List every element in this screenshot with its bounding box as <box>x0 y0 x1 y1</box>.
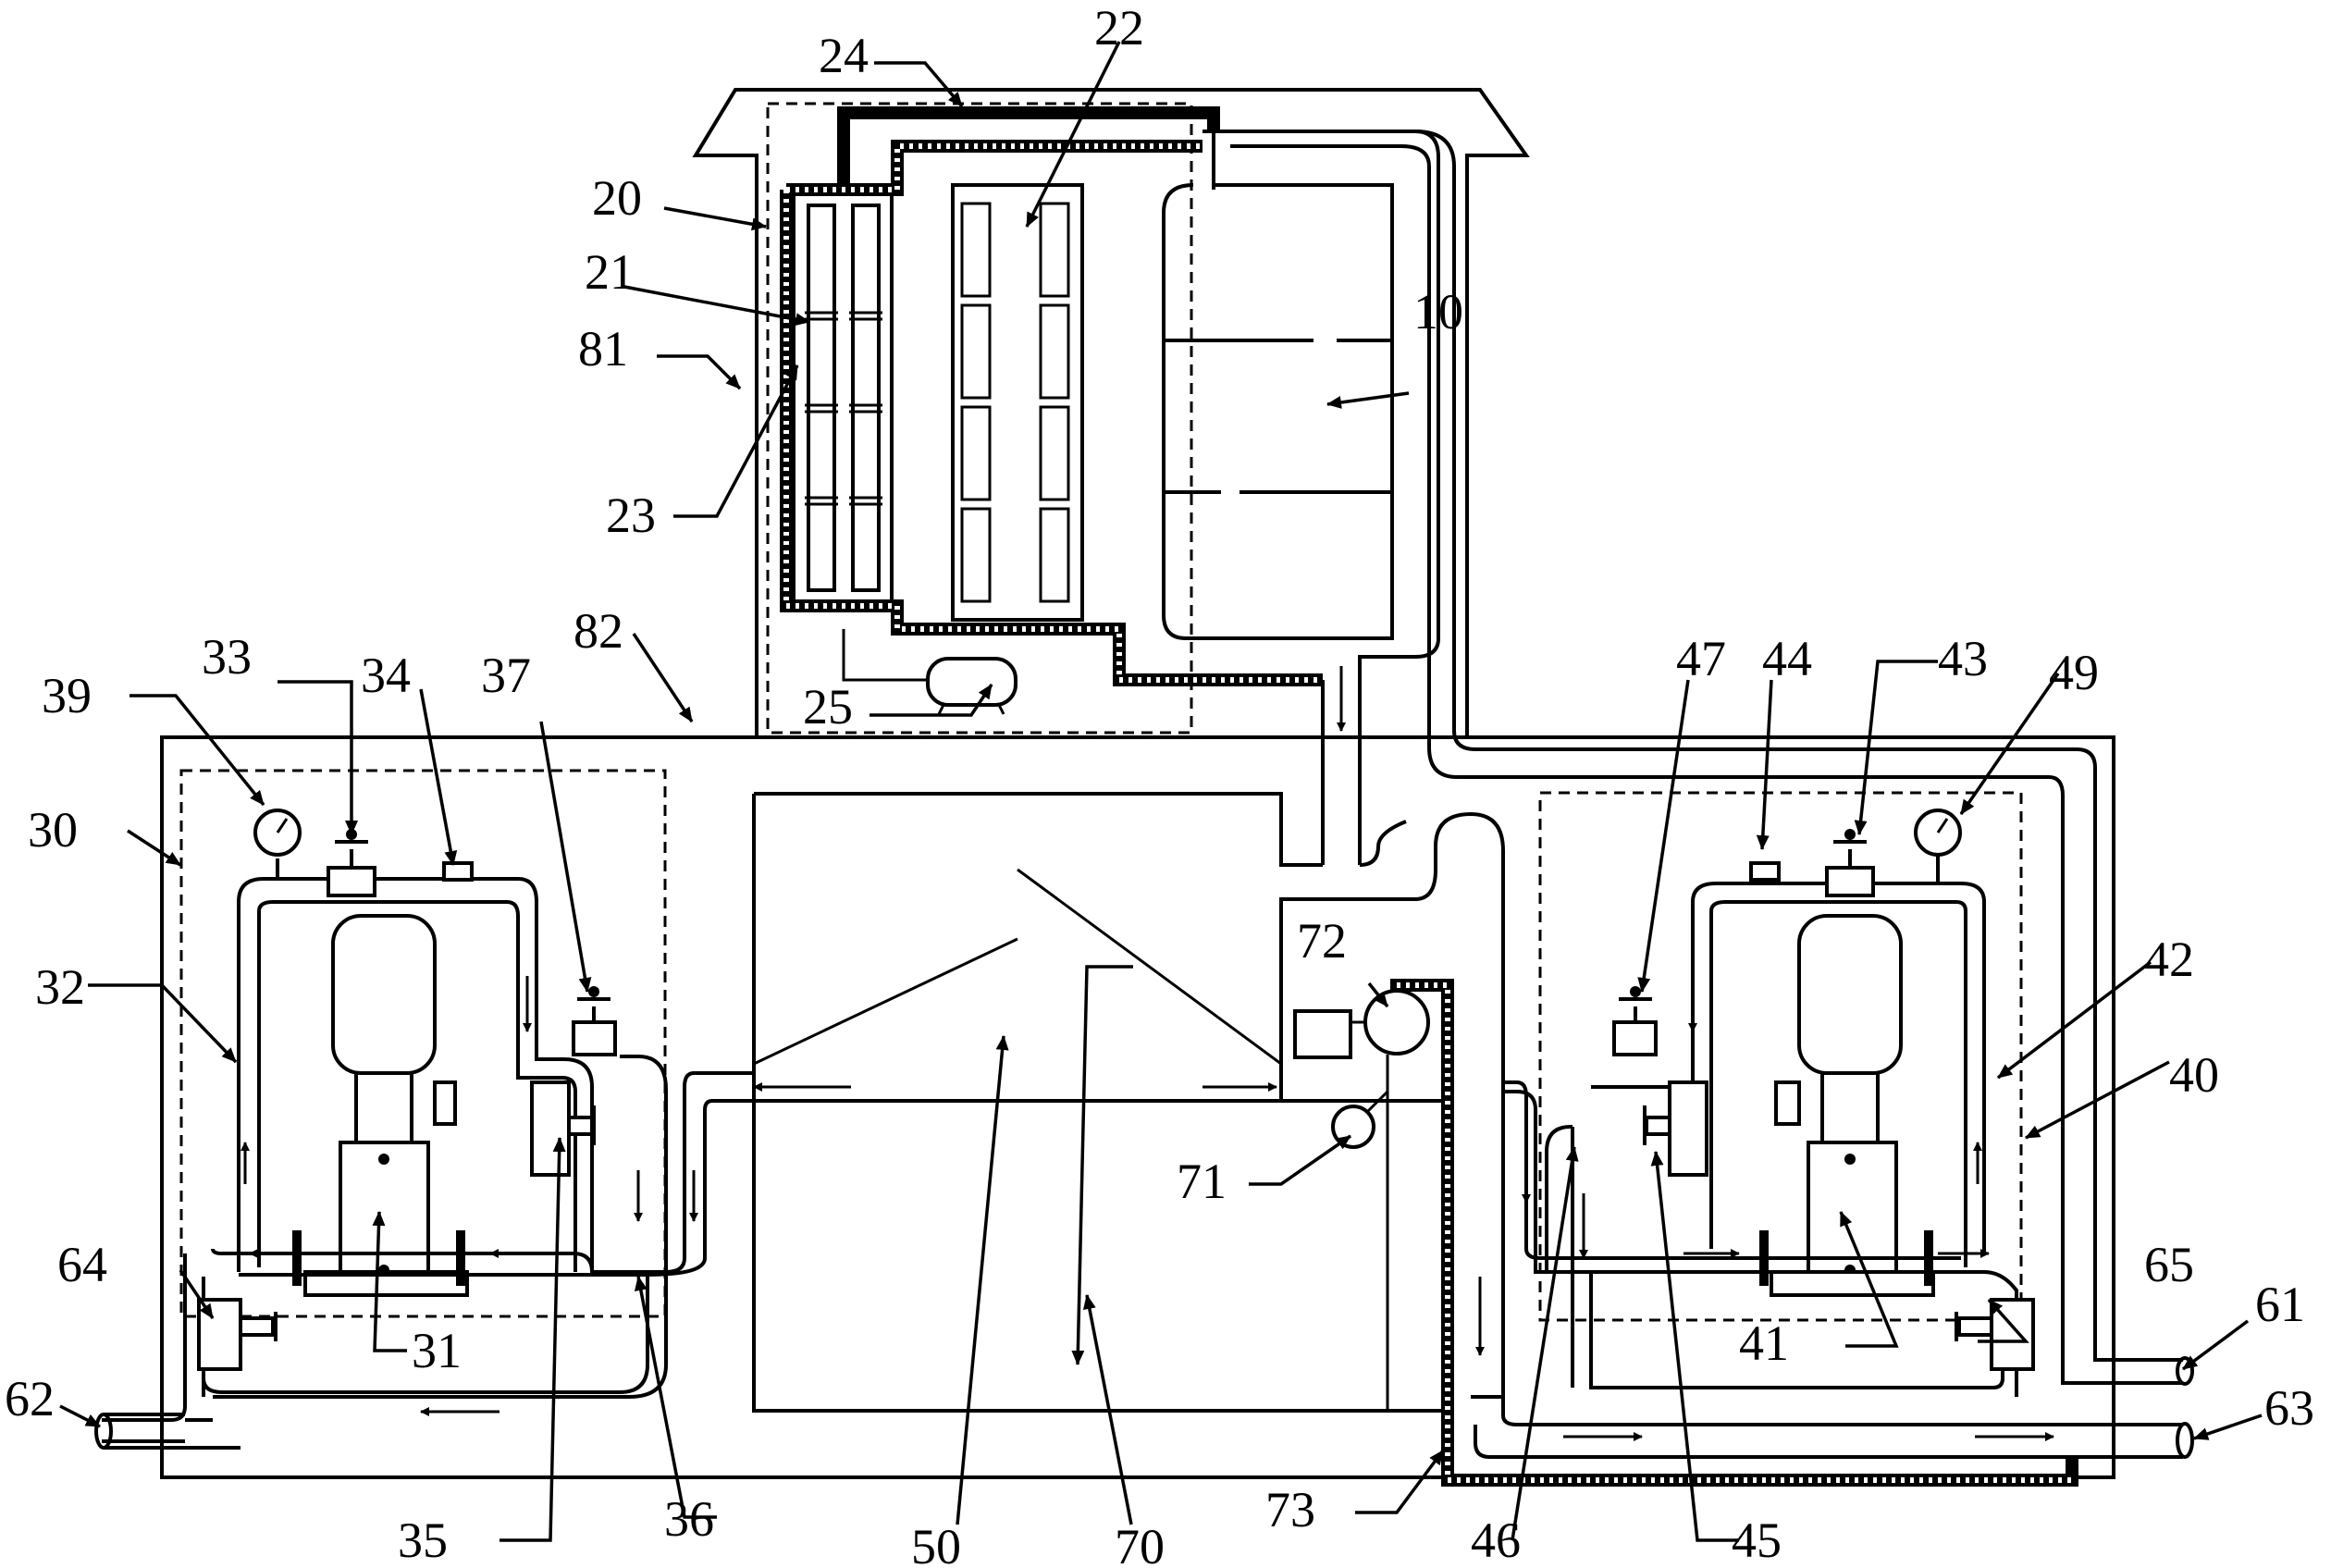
right-unit-40 <box>1471 809 2194 1459</box>
leader-lines <box>59 41 2263 1542</box>
label-70: 70 <box>1115 1519 1165 1568</box>
label-44: 44 <box>1762 631 1812 686</box>
label-82: 82 <box>574 603 623 659</box>
label-24: 24 <box>819 28 869 83</box>
label-23: 23 <box>606 488 656 543</box>
label-31: 31 <box>412 1323 462 1378</box>
label-33: 33 <box>202 629 252 685</box>
label-37: 37 <box>481 648 531 703</box>
panel-array-22 <box>951 183 1084 622</box>
membrane-module-21 <box>792 192 894 603</box>
pipe-to-outlet-61 <box>1214 130 2183 1385</box>
label-50: 50 <box>911 1519 961 1568</box>
label-64: 64 <box>57 1237 107 1292</box>
pump-72 <box>1293 989 1430 1059</box>
label-30: 30 <box>28 802 78 858</box>
part-labels: 10 20 21 22 23 24 25 30 31 32 33 34 35 3… <box>5 0 2314 1568</box>
label-47: 47 <box>1676 631 1726 686</box>
label-43: 43 <box>1938 631 1988 686</box>
module-30-boundary <box>179 769 667 1318</box>
module-20-boundary <box>766 102 1193 735</box>
lower-cabinet <box>160 735 2115 1479</box>
label-73: 73 <box>1265 1482 1315 1537</box>
label-71: 71 <box>1177 1154 1227 1209</box>
label-20: 20 <box>592 170 642 226</box>
tank-50-70 <box>683 792 1505 1413</box>
label-65: 65 <box>2144 1237 2194 1292</box>
flow-arrows <box>240 666 2054 1441</box>
hatched-line-73 <box>1386 979 2078 1487</box>
label-42: 42 <box>2144 932 2194 987</box>
label-40: 40 <box>2169 1047 2219 1103</box>
label-34: 34 <box>361 648 411 703</box>
label-62: 62 <box>5 1371 55 1426</box>
valve-71 <box>1331 1090 1389 1149</box>
label-61: 61 <box>2255 1277 2305 1332</box>
label-49: 49 <box>2049 645 2099 700</box>
label-41: 41 <box>1739 1315 1789 1371</box>
module-40-boundary <box>1538 791 2023 1322</box>
label-35: 35 <box>398 1512 448 1568</box>
label-21: 21 <box>585 244 635 300</box>
label-36: 36 <box>664 1491 714 1547</box>
label-81: 81 <box>578 321 628 377</box>
compressor-25 <box>926 657 1018 715</box>
label-72: 72 <box>1297 913 1347 969</box>
label-10: 10 <box>1413 284 1463 340</box>
label-63: 63 <box>2264 1380 2314 1436</box>
label-39: 39 <box>42 668 92 723</box>
label-45: 45 <box>1732 1512 1782 1568</box>
label-25: 25 <box>803 679 853 735</box>
upper-housing <box>692 88 1530 737</box>
tank-10 <box>1162 120 1440 865</box>
label-22: 22 <box>1094 0 1144 56</box>
label-46: 46 <box>1471 1512 1521 1568</box>
left-unit-30 <box>94 809 707 1450</box>
label-32: 32 <box>35 959 85 1015</box>
